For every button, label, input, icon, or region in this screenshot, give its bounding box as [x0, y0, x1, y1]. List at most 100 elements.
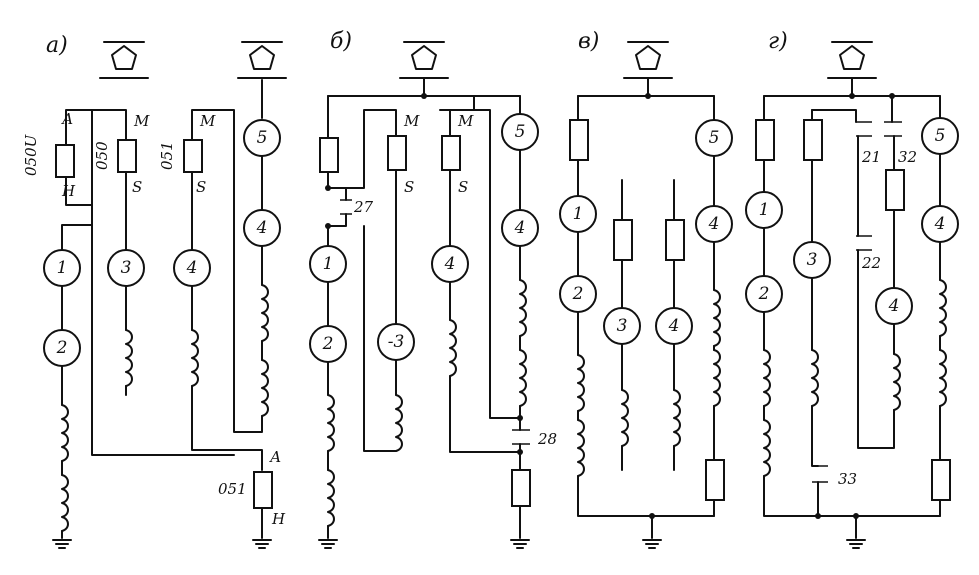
field-coil: [125, 329, 133, 387]
section-b: б) 27 1 2 М S -3: [309, 29, 557, 549]
pantograph-icon: [827, 41, 877, 79]
motor-label-3: -3: [388, 332, 405, 352]
resistor-label-051b: 051: [218, 480, 247, 498]
field-coil: [519, 349, 527, 407]
resistor: [511, 469, 531, 507]
section-label-v: в): [578, 29, 599, 54]
field-coil: [327, 469, 335, 527]
section-label-b: б): [330, 29, 352, 54]
motor-label-2: 2: [758, 284, 770, 304]
pantograph-icon: [99, 41, 149, 79]
contactor-32: 32: [898, 148, 917, 166]
motor-label-1: 1: [759, 200, 770, 220]
section-v: в) 1 2 3 4: [559, 29, 733, 549]
field-coil: [577, 354, 585, 412]
pantograph-icon: [399, 41, 449, 79]
field-coil: [327, 394, 335, 452]
motor-label-5: 4: [256, 218, 268, 238]
field-coil: [261, 359, 269, 417]
motor-label-6: 5: [935, 126, 946, 146]
motor-label-1: 1: [57, 258, 68, 278]
field-coil: [621, 389, 629, 447]
terminal-s: S: [458, 178, 468, 196]
terminal-s: S: [132, 178, 142, 196]
ground-icon: [252, 539, 272, 549]
resistor: [319, 137, 339, 173]
field-coil: [449, 319, 457, 377]
field-coil: [261, 284, 269, 342]
resistor-050u: [55, 144, 75, 178]
motor-label-5: 4: [514, 218, 526, 238]
resistor-label-050: 050: [93, 141, 111, 170]
resistor: [931, 459, 951, 501]
motor-label-2: 2: [572, 284, 584, 304]
motor-label-4: 4: [186, 258, 198, 278]
ground-icon: [318, 539, 338, 549]
section-label-a: а): [46, 33, 68, 58]
resistor-label-051: 051: [158, 141, 176, 170]
terminal-s: S: [196, 178, 206, 196]
field-coil: [763, 349, 771, 407]
resistor: [705, 459, 725, 501]
resistor: [665, 219, 685, 261]
ground-icon: [510, 539, 530, 549]
section-a: а) А Н 050U М S 050 3 1 2: [22, 33, 287, 549]
terminal-m: М: [133, 112, 150, 130]
section-label-g: г): [768, 29, 788, 54]
terminal-h: Н: [61, 182, 76, 200]
motor-label-3: 3: [121, 258, 132, 278]
field-coil: [577, 419, 585, 477]
section-g: г) 1 2 3 33: [745, 29, 959, 549]
resistor: [387, 135, 407, 171]
field-coil: [395, 394, 403, 452]
resistor: [569, 119, 589, 161]
resistor-051b: [253, 471, 273, 509]
terminal-h: Н: [271, 510, 286, 528]
ground-icon: [846, 539, 866, 549]
field-coil: [713, 289, 721, 347]
motor-label-6: 5: [257, 128, 268, 148]
resistor-label-050u: 050U: [22, 133, 40, 176]
terminal-a: А: [61, 110, 73, 128]
pantograph-icon: [623, 41, 673, 79]
resistor: [885, 169, 905, 211]
motor-label-1: 1: [573, 204, 584, 224]
contactor-27: 27: [353, 198, 374, 216]
motor-label-2: 2: [322, 334, 334, 354]
contactor-21: 21: [861, 148, 881, 166]
contactor-33: 33: [838, 470, 857, 488]
ground-icon: [52, 539, 72, 549]
field-coil: [61, 474, 69, 532]
motor-label-4: 4: [444, 254, 456, 274]
field-coil: [61, 404, 69, 462]
terminal-m: М: [457, 112, 474, 130]
resistor-050: [117, 139, 137, 173]
terminal-m: М: [403, 112, 420, 130]
field-coil: [939, 279, 947, 337]
resistor: [755, 119, 775, 161]
field-coil: [763, 419, 771, 477]
resistor: [441, 135, 461, 171]
motor-label-1: 1: [323, 254, 334, 274]
pantograph-icon: [237, 41, 287, 79]
field-coil: [191, 329, 199, 387]
resistor: [803, 119, 823, 161]
resistor: [613, 219, 633, 261]
motor-label-2: 2: [56, 338, 68, 358]
ground-icon: [642, 539, 662, 549]
resistor-051: [183, 139, 203, 173]
motor-label-3: 3: [617, 316, 628, 336]
field-coil: [893, 353, 901, 411]
motor-label-6: 5: [709, 128, 720, 148]
terminal-m: М: [199, 112, 216, 130]
terminal-a: А: [269, 448, 281, 466]
motor-label-4: 4: [668, 316, 680, 336]
motor-label-4: 4: [888, 296, 900, 316]
motor-label-5: 4: [934, 214, 946, 234]
contactor-28: 28: [537, 430, 557, 448]
terminal-s: S: [404, 178, 414, 196]
contactor-22: 22: [861, 254, 881, 272]
motor-label-6: 5: [515, 122, 526, 142]
motor-label-3: 3: [807, 250, 818, 270]
